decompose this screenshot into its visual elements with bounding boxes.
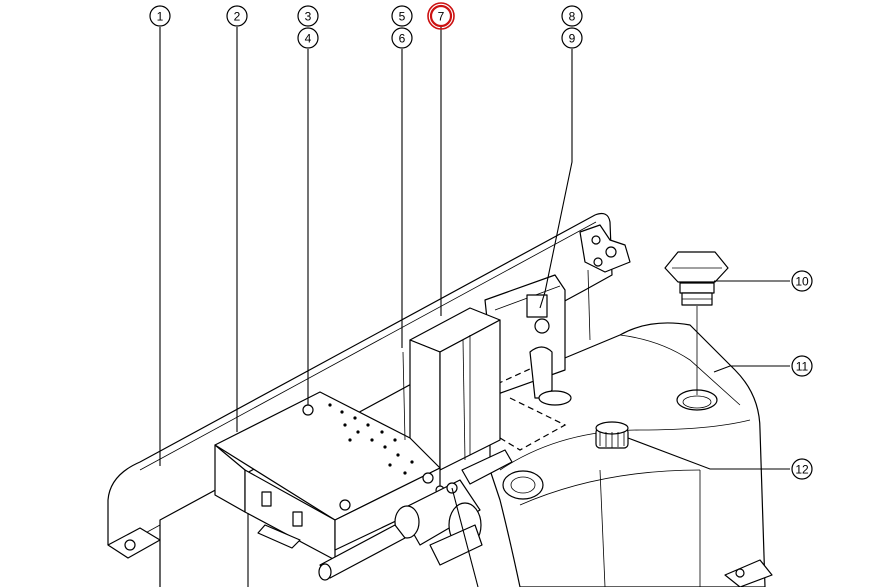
callout-circle[interactable] [791, 270, 813, 292]
callout-3[interactable]: 3 [297, 5, 319, 27]
callout-circle[interactable] [561, 27, 583, 49]
callout-1[interactable]: 1 [149, 5, 171, 27]
callout-circle[interactable] [149, 5, 171, 27]
breather-cap [595, 421, 629, 449]
callout-11[interactable]: 11 [791, 355, 813, 377]
leader-line-9 [539, 49, 573, 309]
callout-circle[interactable] [297, 27, 319, 49]
leader-lines [159, 27, 790, 587]
callout-circle[interactable] [791, 355, 813, 377]
callout-10[interactable]: 10 [791, 270, 813, 292]
callout-4[interactable]: 4 [297, 27, 319, 49]
callout-highlight-ring [427, 2, 455, 30]
plate-holes [328, 403, 414, 475]
pump-cylinder [318, 449, 513, 581]
reservoir-tank [489, 322, 773, 587]
callout-circle[interactable] [226, 5, 248, 27]
assembly-drawing [107, 212, 773, 587]
pressure-switch-bracket [484, 224, 631, 406]
callout-circle[interactable] [391, 5, 413, 27]
callout-9[interactable]: 9 [561, 27, 583, 49]
callout-circle[interactable] [429, 4, 453, 28]
callout-5[interactable]: 5 [391, 5, 413, 27]
valve-block [409, 307, 501, 471]
callout-12[interactable]: 12 [791, 458, 813, 480]
leader-line-bottom [451, 487, 479, 587]
leader-line-12 [627, 437, 790, 470]
callout-8[interactable]: 8 [561, 5, 583, 27]
callout-7[interactable]: 7 [427, 2, 455, 30]
filler-cap [664, 251, 729, 395]
callout-2[interactable]: 2 [226, 5, 248, 27]
callout-circle[interactable] [561, 5, 583, 27]
leader-line-11 [713, 365, 790, 373]
callout-circle[interactable] [791, 458, 813, 480]
callout-6[interactable]: 6 [391, 27, 413, 49]
callout-circle[interactable] [391, 27, 413, 49]
callout-circle[interactable] [297, 5, 319, 27]
